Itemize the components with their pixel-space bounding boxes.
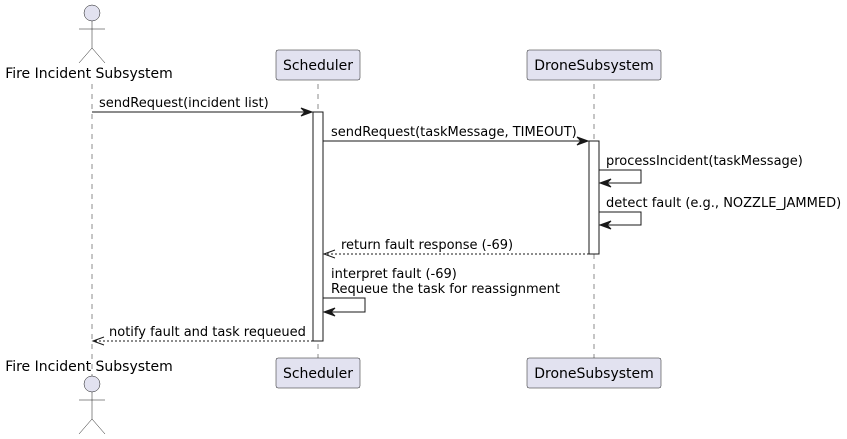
message-label: processIncident(taskMessage) bbox=[606, 154, 803, 169]
participant-box bbox=[275, 357, 361, 389]
participant-drone-subsystem-bottom: DroneSubsystem bbox=[526, 357, 662, 389]
arrow-head bbox=[322, 249, 336, 259]
actor-left-leg bbox=[78, 418, 93, 435]
message-send-request-incident-list: sendRequest(incident list) bbox=[92, 96, 314, 117]
message-label: sendRequest(taskMessage, TIMEOUT) bbox=[331, 125, 577, 140]
message-detect-fault: detect fault (e.g., NOZZLE_JAMMED) bbox=[598, 196, 841, 230]
actor-fire-incident-subsystem-bottom: Fire Incident Subsystem bbox=[5, 359, 173, 435]
arrow-head bbox=[300, 107, 314, 117]
actor-head bbox=[83, 375, 101, 393]
arrow-head bbox=[576, 136, 590, 146]
activation-bar-scheduler bbox=[312, 111, 324, 342]
message-return-fault-response: return fault response (-69) bbox=[322, 238, 589, 259]
participant-scheduler-top: Scheduler bbox=[275, 49, 361, 81]
arrow-head bbox=[322, 307, 336, 317]
actor-label-top: Fire Incident Subsystem bbox=[5, 66, 173, 82]
message-label: detect fault (e.g., NOZZLE_JAMMED) bbox=[606, 196, 841, 211]
arrow-head bbox=[598, 220, 612, 230]
arrow-head bbox=[91, 336, 105, 346]
arrow-head bbox=[598, 178, 612, 188]
message-label: sendRequest(incident list) bbox=[99, 96, 269, 111]
participant-box bbox=[526, 49, 662, 81]
message-line bbox=[323, 297, 366, 313]
participant-label: DroneSubsystem bbox=[534, 58, 654, 74]
message-process-incident: processIncident(taskMessage) bbox=[598, 154, 803, 188]
message-interpret-fault: interpret fault (-69) Requeue the task f… bbox=[322, 267, 560, 317]
actor-left-leg bbox=[78, 47, 93, 64]
message-line bbox=[599, 211, 642, 226]
actor-fire-incident-subsystem-top: Fire Incident Subsystem bbox=[5, 4, 173, 82]
participant-scheduler-bottom: Scheduler bbox=[275, 357, 361, 389]
message-label-line-2: Requeue the task for reassignment bbox=[331, 282, 560, 297]
message-send-request-task-message: sendRequest(taskMessage, TIMEOUT) bbox=[323, 125, 590, 146]
message-line bbox=[599, 169, 642, 184]
activation-bar-drone-subsystem bbox=[588, 140, 600, 255]
actor-label-bottom: Fire Incident Subsystem bbox=[5, 359, 173, 375]
message-notify-fault-requeued: notify fault and task requeued bbox=[91, 325, 313, 346]
actor-right-leg bbox=[91, 418, 106, 435]
actor-right-leg bbox=[91, 47, 106, 64]
participant-label: Scheduler bbox=[283, 58, 353, 74]
participant-label: DroneSubsystem bbox=[534, 366, 654, 382]
actor-head bbox=[83, 4, 101, 22]
message-label-line-1: interpret fault (-69) bbox=[331, 267, 457, 282]
message-label: notify fault and task requeued bbox=[109, 325, 306, 340]
message-label: return fault response (-69) bbox=[341, 238, 513, 253]
participant-box bbox=[275, 49, 361, 81]
participant-label: Scheduler bbox=[283, 366, 353, 382]
participant-box bbox=[526, 357, 662, 389]
participant-drone-subsystem-top: DroneSubsystem bbox=[526, 49, 662, 81]
